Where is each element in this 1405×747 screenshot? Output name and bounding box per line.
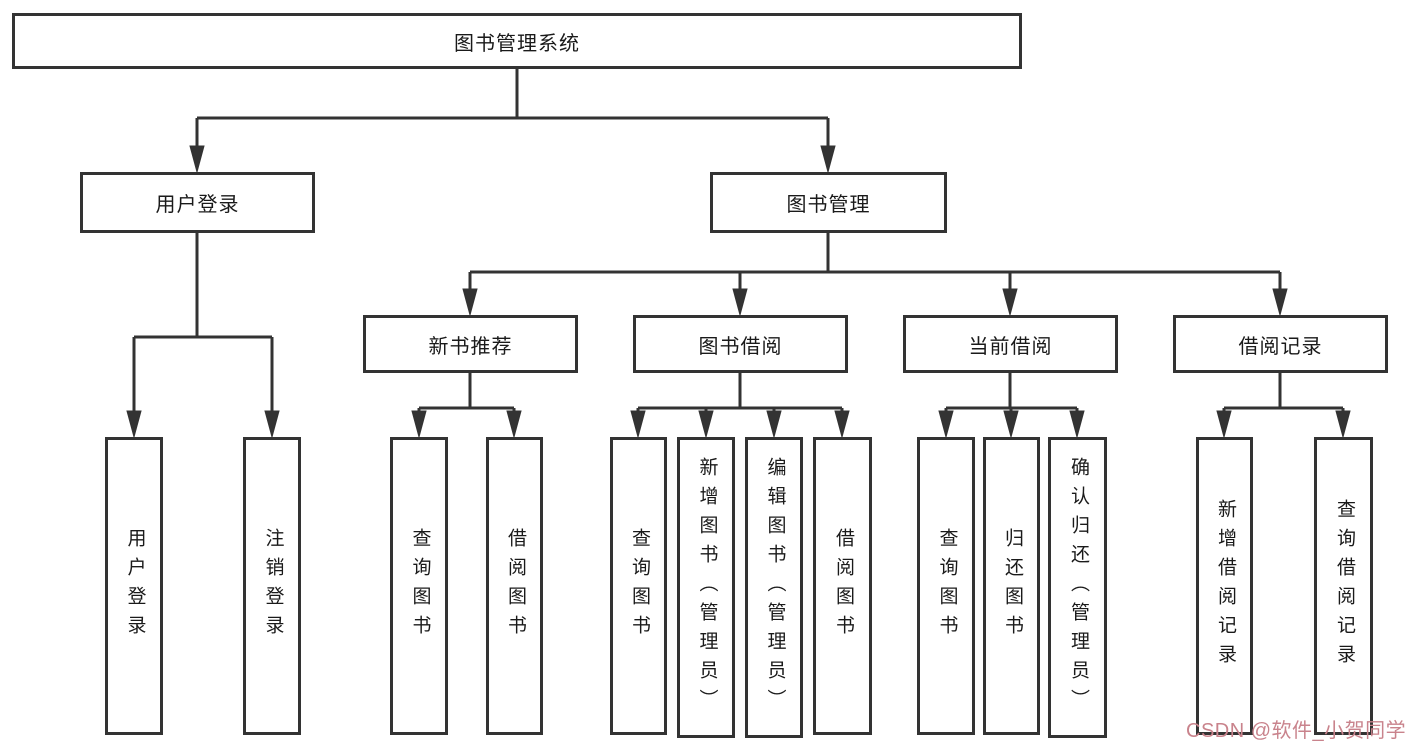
leaf-add-books-admin: 新增图书（管理员）	[677, 437, 735, 738]
leaf-add-borrow-record: 新增借阅记录	[1196, 437, 1253, 735]
leaf-borrow-books-2: 借阅图书	[813, 437, 872, 735]
connector-borrow-record-branch	[1216, 373, 1351, 439]
leaf-return-books: 归还图书	[983, 437, 1040, 735]
leaf-borrow-books-1: 借阅图书	[486, 437, 543, 735]
leaf-query-borrow-record: 查询借阅记录	[1314, 437, 1373, 735]
leaf-query-books-2: 查询图书	[610, 437, 667, 735]
leaf-query-books-1: 查询图书	[390, 437, 448, 735]
connector-root-branch	[189, 67, 836, 174]
leaf-logout: 注销登录	[243, 437, 301, 735]
node-book-borrowing: 图书借阅	[633, 315, 848, 373]
connector-book-mgmt-branch	[462, 233, 1288, 317]
node-book-management-system: 图书管理系统	[12, 13, 1022, 69]
leaf-edit-books-admin: 编辑图书（管理员）	[745, 437, 803, 738]
watermark: CSDN @软件_小贺同学	[1186, 720, 1405, 742]
connector-user-login-branch	[126, 233, 280, 439]
connector-current-borrow-branch	[938, 373, 1085, 439]
leaf-confirm-return-admin: 确认归还（管理员）	[1048, 437, 1107, 738]
node-current-borrowing: 当前借阅	[903, 315, 1118, 373]
leaf-user-login: 用户登录	[105, 437, 163, 735]
connector-new-book-branch	[411, 373, 522, 439]
node-borrow-records: 借阅记录	[1173, 315, 1388, 373]
node-book-management: 图书管理	[710, 172, 947, 233]
connector-book-borrow-branch	[630, 373, 850, 439]
node-new-book-recommend: 新书推荐	[363, 315, 578, 373]
leaf-query-books-3: 查询图书	[917, 437, 975, 735]
node-user-login: 用户登录	[80, 172, 315, 233]
